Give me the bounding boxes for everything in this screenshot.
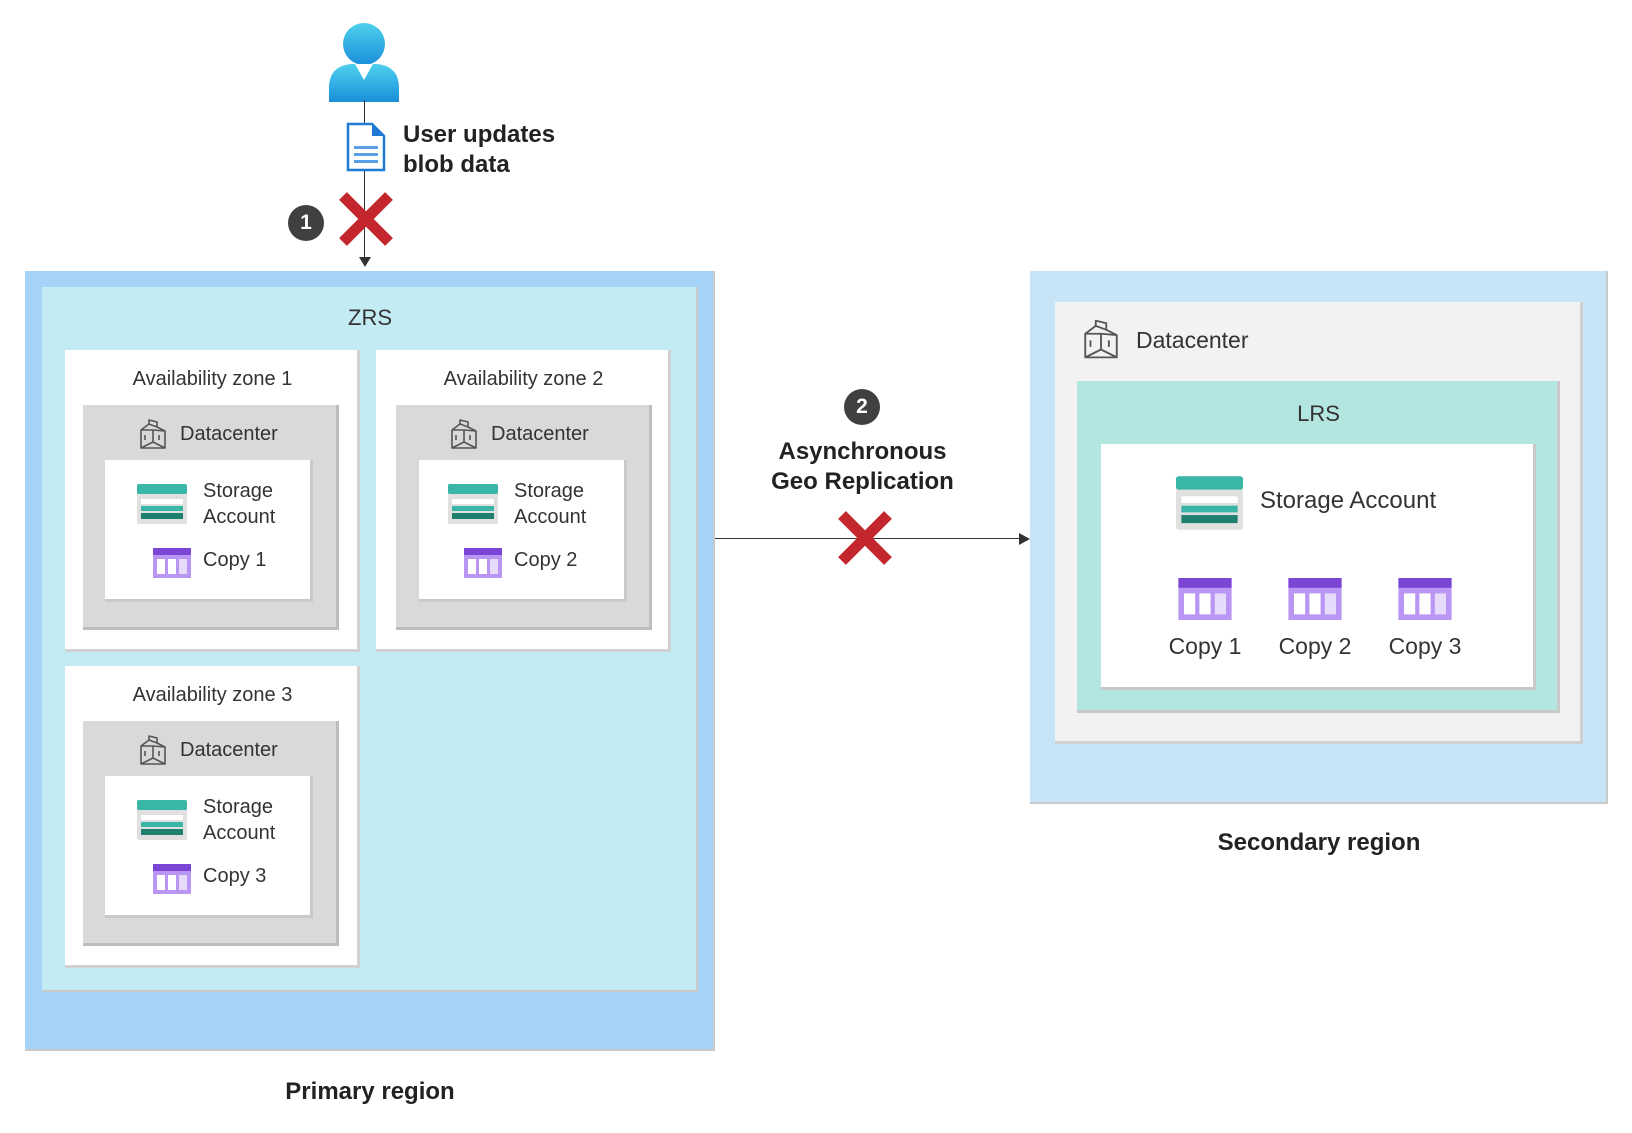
step-2-badge: 2 (844, 389, 880, 425)
copy-table-icon (1178, 578, 1232, 620)
user-avatar-icon (327, 22, 401, 102)
zone-2-copy-label: Copy 2 (514, 549, 578, 571)
zone-3-title: Availability zone 3 (132, 684, 293, 706)
zone-1-title: Availability zone 1 (132, 368, 293, 390)
zone-1-storage-label: Storage Account (203, 480, 276, 528)
secondary-region-label: Secondary region (1217, 829, 1421, 856)
datacenter-icon (1081, 318, 1121, 360)
geo-replication-arrowhead (1019, 533, 1030, 545)
zone-2-storage-label: Storage Account (514, 480, 587, 528)
copy-table-icon (153, 864, 191, 894)
secondary-storage-label: Storage Account (1260, 487, 1437, 514)
zone-3-datacenter-label: Datacenter (180, 739, 278, 761)
secondary-copy-2-label: Copy 2 (1278, 633, 1352, 659)
geo-replication-label: Asynchronous Geo Replication (771, 438, 954, 495)
replication-failed-x-icon (836, 509, 894, 567)
lrs-label: LRS (1297, 401, 1340, 426)
user-connector-line (364, 100, 365, 260)
datacenter-icon (138, 734, 168, 766)
secondary-copy-3-label: Copy 3 (1388, 633, 1462, 659)
secondary-datacenter-label: Datacenter (1136, 327, 1249, 353)
zone-3-storage-card (105, 776, 313, 918)
secondary-copy-1-label: Copy 1 (1168, 633, 1242, 659)
primary-region-label: Primary region (285, 1078, 455, 1105)
storage-account-icon (448, 484, 498, 524)
copy-table-icon (1398, 578, 1452, 620)
zone-2-datacenter-label: Datacenter (491, 423, 589, 445)
zone-1-storage-card (105, 460, 313, 602)
user-action-label: User updates blob data (403, 121, 556, 178)
datacenter-icon (138, 418, 168, 450)
copy-table-icon (464, 548, 502, 578)
user-connector-arrowhead (359, 257, 371, 267)
storage-account-icon (137, 484, 187, 524)
zrs-label: ZRS (348, 305, 392, 330)
datacenter-icon (449, 418, 479, 450)
zone-1-datacenter-label: Datacenter (180, 423, 278, 445)
zone-1-copy-label: Copy 1 (203, 549, 267, 571)
blob-document-icon (346, 122, 386, 172)
zone-2-storage-card (419, 460, 627, 602)
secondary-storage-card (1101, 444, 1536, 690)
zone-3-storage-label: Storage Account (203, 796, 276, 844)
copy-table-icon (1288, 578, 1342, 620)
copy-table-icon (153, 548, 191, 578)
storage-account-icon (1176, 476, 1243, 530)
zone-2-title: Availability zone 2 (443, 368, 604, 390)
zone-3-copy-label: Copy 3 (203, 865, 267, 887)
storage-account-icon (137, 800, 187, 840)
step-1-badge: 1 (288, 205, 324, 241)
write-failed-x-icon (337, 190, 395, 248)
